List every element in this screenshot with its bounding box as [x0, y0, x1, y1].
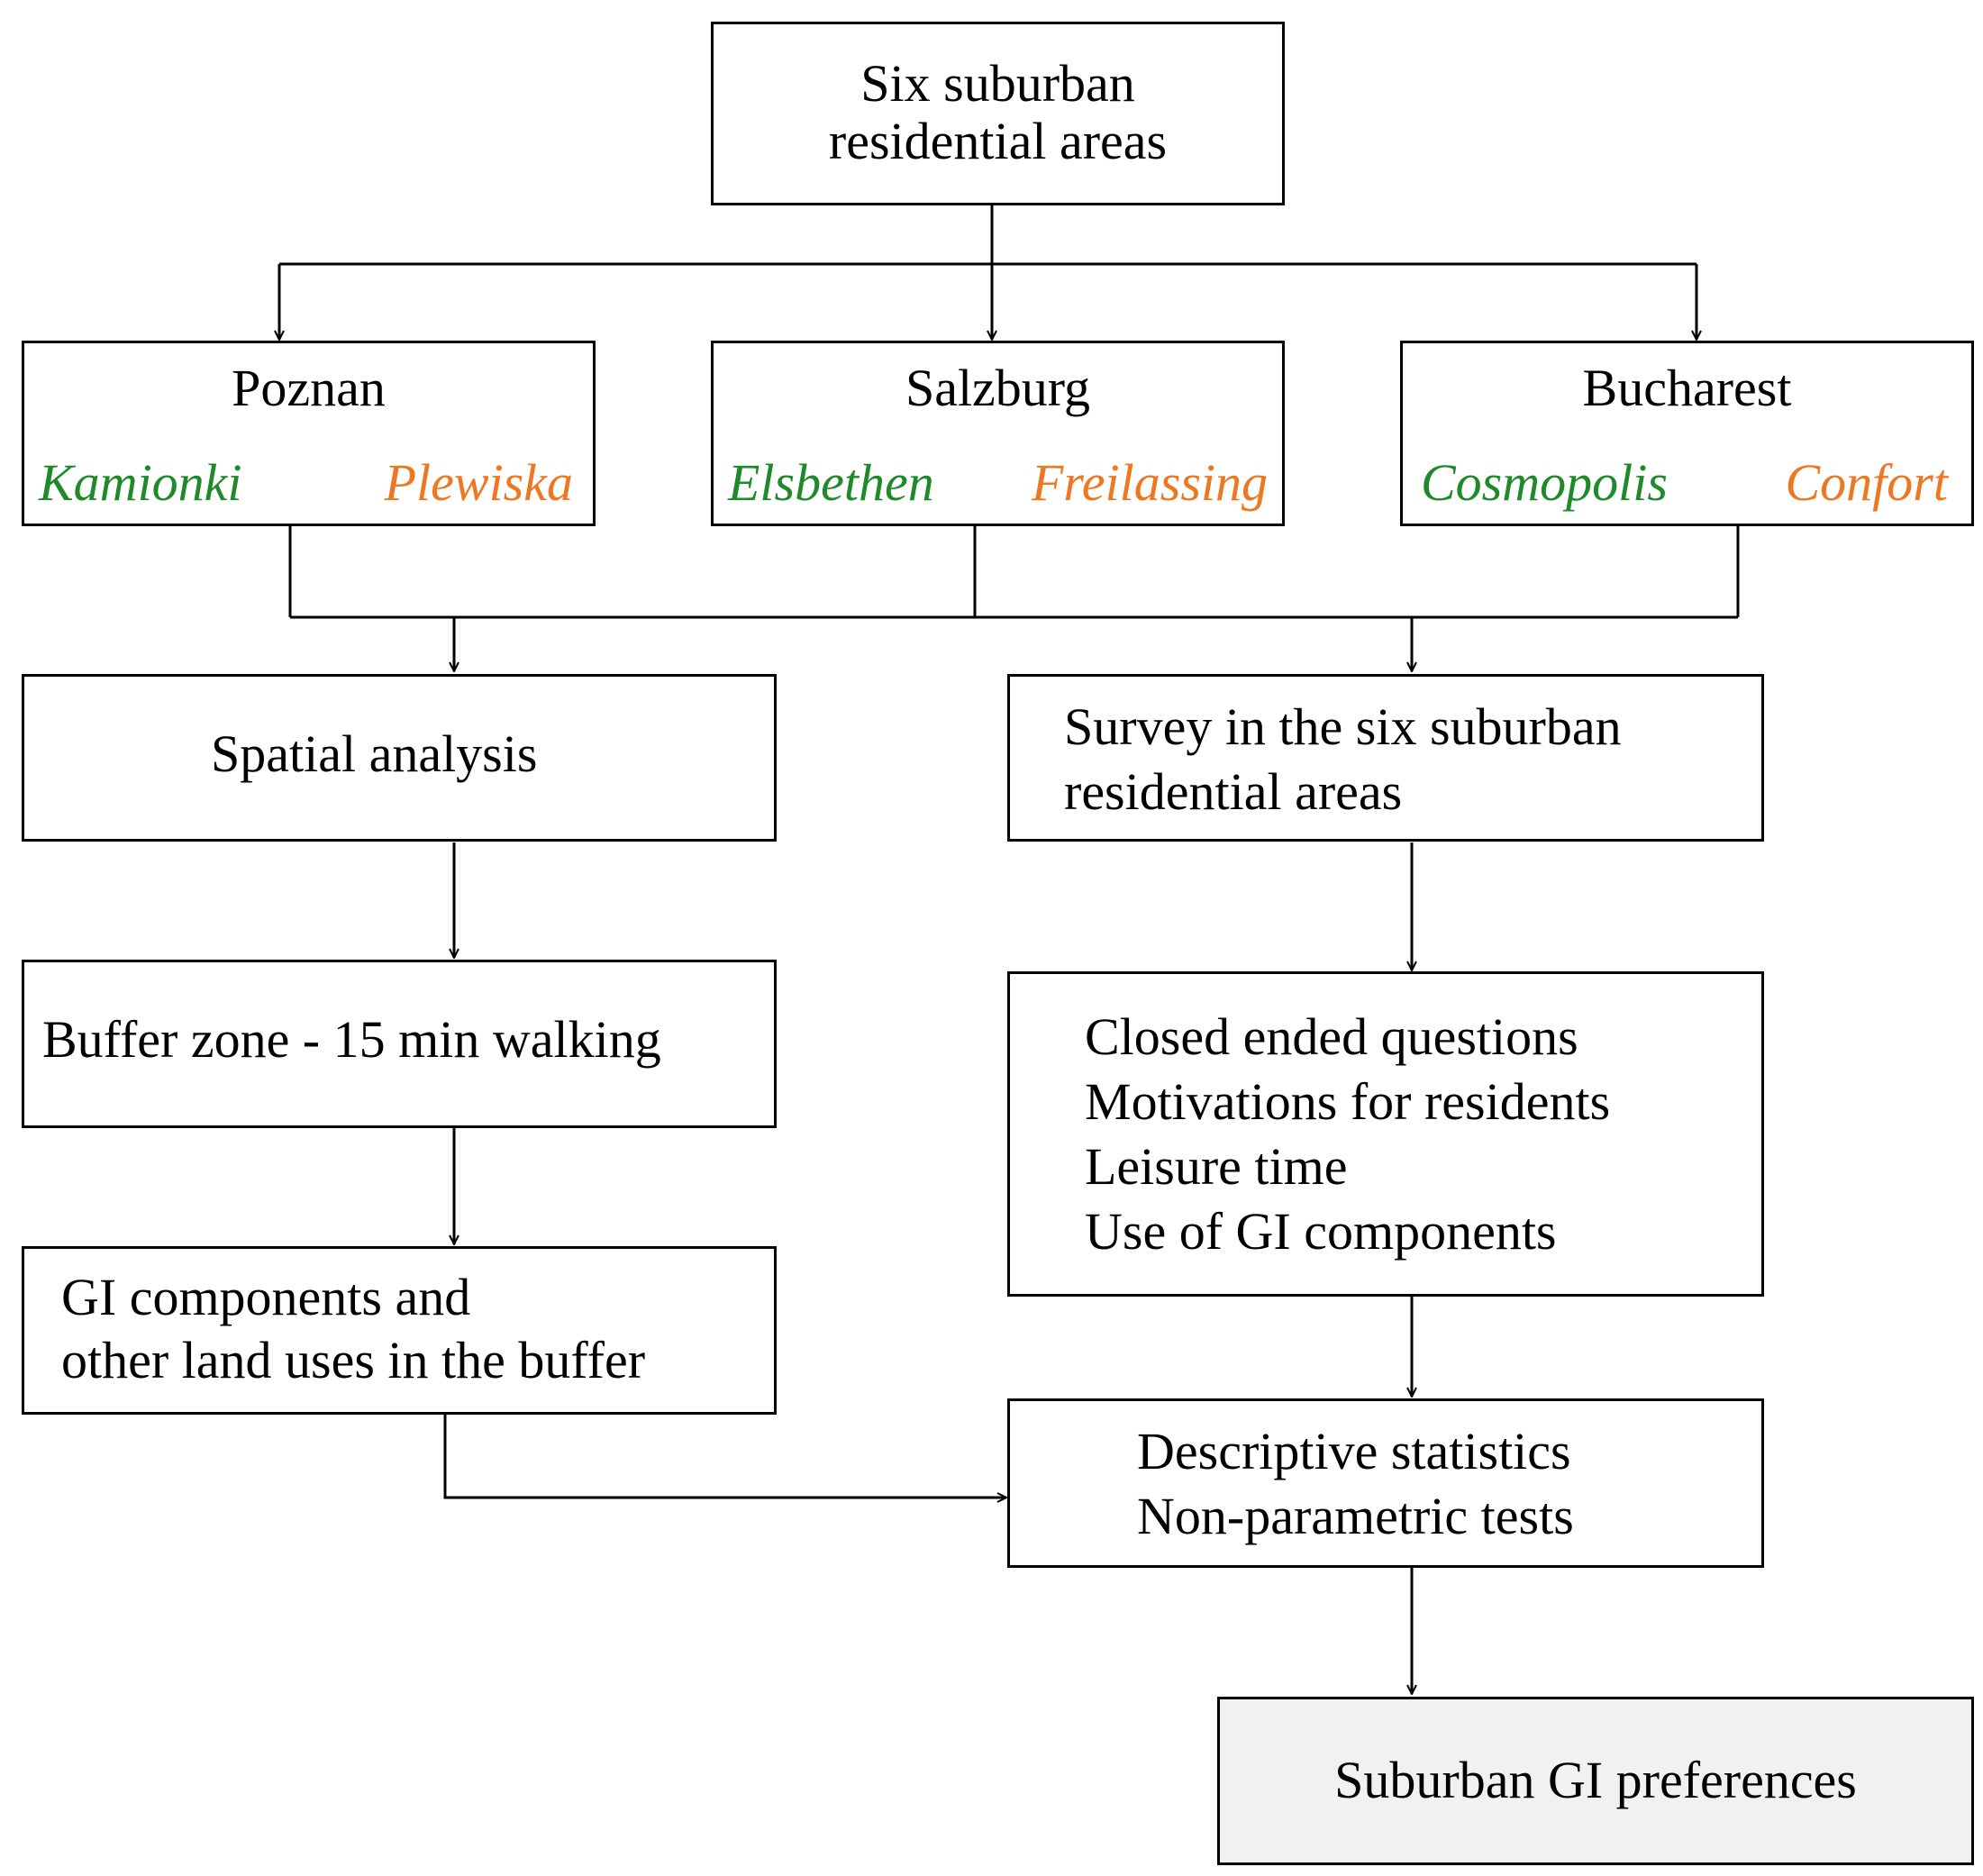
question-item: Motivations for residents	[1085, 1072, 1611, 1131]
area-elsbethen: Elsbethen	[728, 453, 934, 512]
area-plewiska: Plewiska	[384, 453, 573, 512]
survey-box: Survey in the six suburban residential a…	[1007, 674, 1764, 842]
result-box: Suburban GI preferences	[1217, 1697, 1974, 1865]
buffer-zone-label: Buffer zone - 15 min walking	[42, 1010, 661, 1069]
statistics-line2: Non-parametric tests	[1137, 1487, 1574, 1545]
arrow-gi-to-stats	[443, 1415, 1006, 1498]
top-box-line1: Six suburban	[860, 54, 1135, 113]
spatial-analysis-label: Spatial analysis	[211, 724, 538, 783]
area-cosmopolis: Cosmopolis	[1421, 453, 1668, 512]
city-name-salzburg: Salzburg	[905, 359, 1091, 417]
city-name-bucharest: Bucharest	[1582, 359, 1792, 417]
gi-components-line2: other land uses in the buffer	[61, 1331, 646, 1389]
survey-line2: residential areas	[1064, 762, 1403, 821]
top-box: Six suburban residential areas	[711, 22, 1285, 205]
question-item: Leisure time	[1085, 1137, 1348, 1196]
question-item: Use of GI components	[1085, 1202, 1557, 1261]
city-box-salzburg: Salzburg Elsbethen Freilassing	[711, 341, 1285, 526]
city-box-bucharest: Bucharest Cosmopolis Confort	[1400, 341, 1974, 526]
area-freilassing: Freilassing	[1031, 453, 1268, 512]
result-label: Suburban GI preferences	[1334, 1751, 1857, 1809]
statistics-line1: Descriptive statistics	[1137, 1422, 1571, 1480]
buffer-zone-box: Buffer zone - 15 min walking	[22, 960, 777, 1128]
gi-components-line1: GI components and	[61, 1268, 471, 1326]
area-kamionki: Kamionki	[39, 453, 242, 512]
top-box-line2: residential areas	[828, 112, 1168, 170]
question-item: Closed ended questions	[1085, 1007, 1578, 1066]
survey-line1: Survey in the six suburban	[1064, 697, 1622, 756]
city-name-poznan: Poznan	[232, 359, 386, 417]
questions-box: Closed ended questions Motivations for r…	[1007, 971, 1764, 1297]
gi-components-box: GI components and other land uses in the…	[22, 1246, 777, 1415]
statistics-box: Descriptive statistics Non-parametric te…	[1007, 1398, 1764, 1568]
spatial-analysis-box: Spatial analysis	[22, 674, 777, 842]
area-confort: Confort	[1785, 453, 1949, 512]
city-box-poznan: Poznan Kamionki Plewiska	[22, 341, 596, 526]
